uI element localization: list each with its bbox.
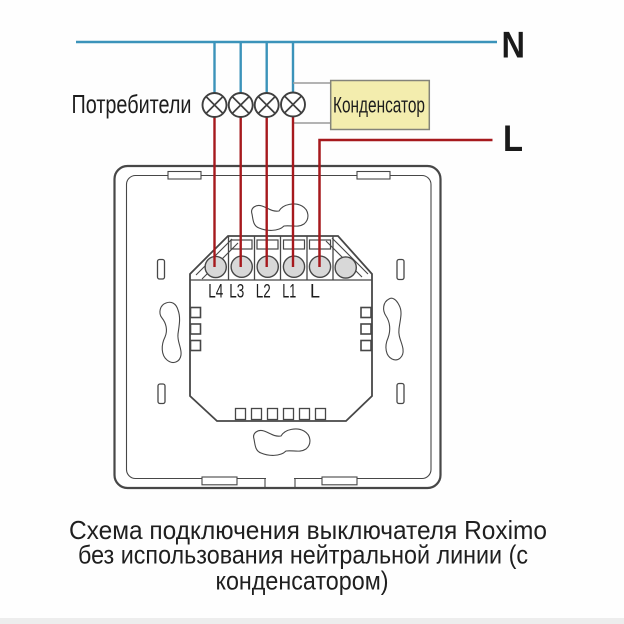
live-feed-line (318, 138, 493, 267)
lamp-icon (280, 91, 306, 118)
capacitor-connector-wires (293, 82, 332, 124)
live-label: L (503, 118, 523, 159)
bottom-strip (0, 618, 624, 624)
bottom-notch (264, 478, 296, 489)
neutral-drop-wires (213, 43, 295, 103)
top-tab-left (167, 170, 202, 180)
terminal-label-l2: L2 (256, 282, 271, 303)
terminal-dividers (227, 236, 334, 280)
neutral-label: N (502, 25, 526, 66)
caption-line-2: без использования нейтральной линии (с (78, 540, 528, 570)
lamp-icon (201, 92, 228, 118)
caption-line-1: Схема подключения выключателя Roximo (69, 515, 547, 545)
terminal-label-l1: L1 (282, 282, 296, 303)
terminal-label-l3: L3 (229, 282, 244, 303)
lamp-symbols (201, 91, 306, 118)
switch-mechanism (189, 235, 373, 422)
mounting-slots (156, 258, 405, 405)
bottom-tab-left (201, 476, 238, 486)
lamp-to-terminal-wires (213, 107, 295, 267)
bottom-teeth (234, 407, 327, 421)
capacitor-box: Конденсатор (329, 79, 431, 131)
bottom-tab-right (321, 476, 358, 486)
terminal-labels: L4 L3 L2 L1 L (208, 282, 320, 303)
caption: Схема подключения выключателя Roximo без… (69, 515, 547, 596)
top-tab-right (356, 170, 391, 180)
terminal-circle-extra (334, 256, 358, 279)
side-clips (189, 306, 372, 352)
capacitor-label: Конденсатор (333, 93, 425, 118)
terminal-label-l4: L4 (208, 282, 223, 303)
live-wires (213, 107, 493, 267)
consumers-label: Потребители (72, 89, 192, 119)
lamp-icon (227, 92, 254, 118)
caption-line-3: конденсатором) (216, 566, 389, 596)
terminal-label-l: L (310, 282, 320, 303)
lamp-icon (253, 92, 280, 118)
